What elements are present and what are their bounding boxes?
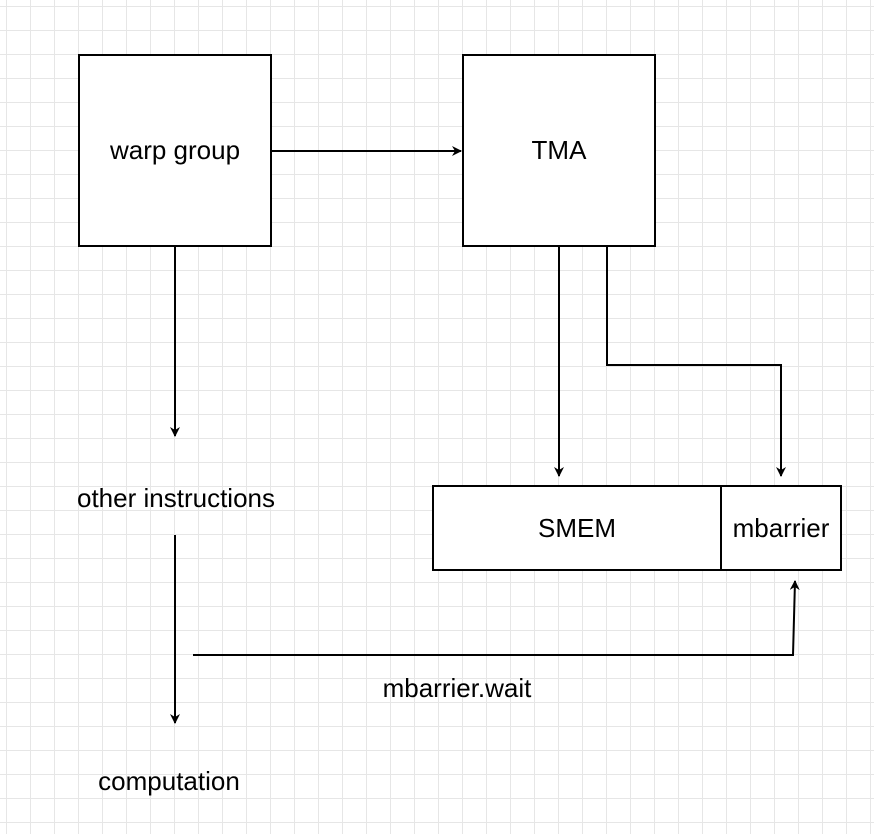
smem-node: SMEM xyxy=(432,485,722,571)
tma-node: TMA xyxy=(462,54,656,247)
smem-label: SMEM xyxy=(538,512,616,543)
warp-group-node: warp group xyxy=(78,54,272,247)
arrow-tma-to-mbarrier xyxy=(606,246,786,477)
mbarrier-label: mbarrier xyxy=(732,512,830,543)
mbarrier-node: mbarrier xyxy=(720,485,842,571)
computation-label: computation xyxy=(98,766,240,796)
mbarrier-wait-label: mbarrier.wait xyxy=(382,673,532,703)
tma-label: TMA xyxy=(531,135,587,165)
warp-group-label: warp group xyxy=(109,135,241,165)
other-instructions-label: other instructions xyxy=(77,483,275,513)
arrow-mbarrier-wait xyxy=(193,580,800,656)
